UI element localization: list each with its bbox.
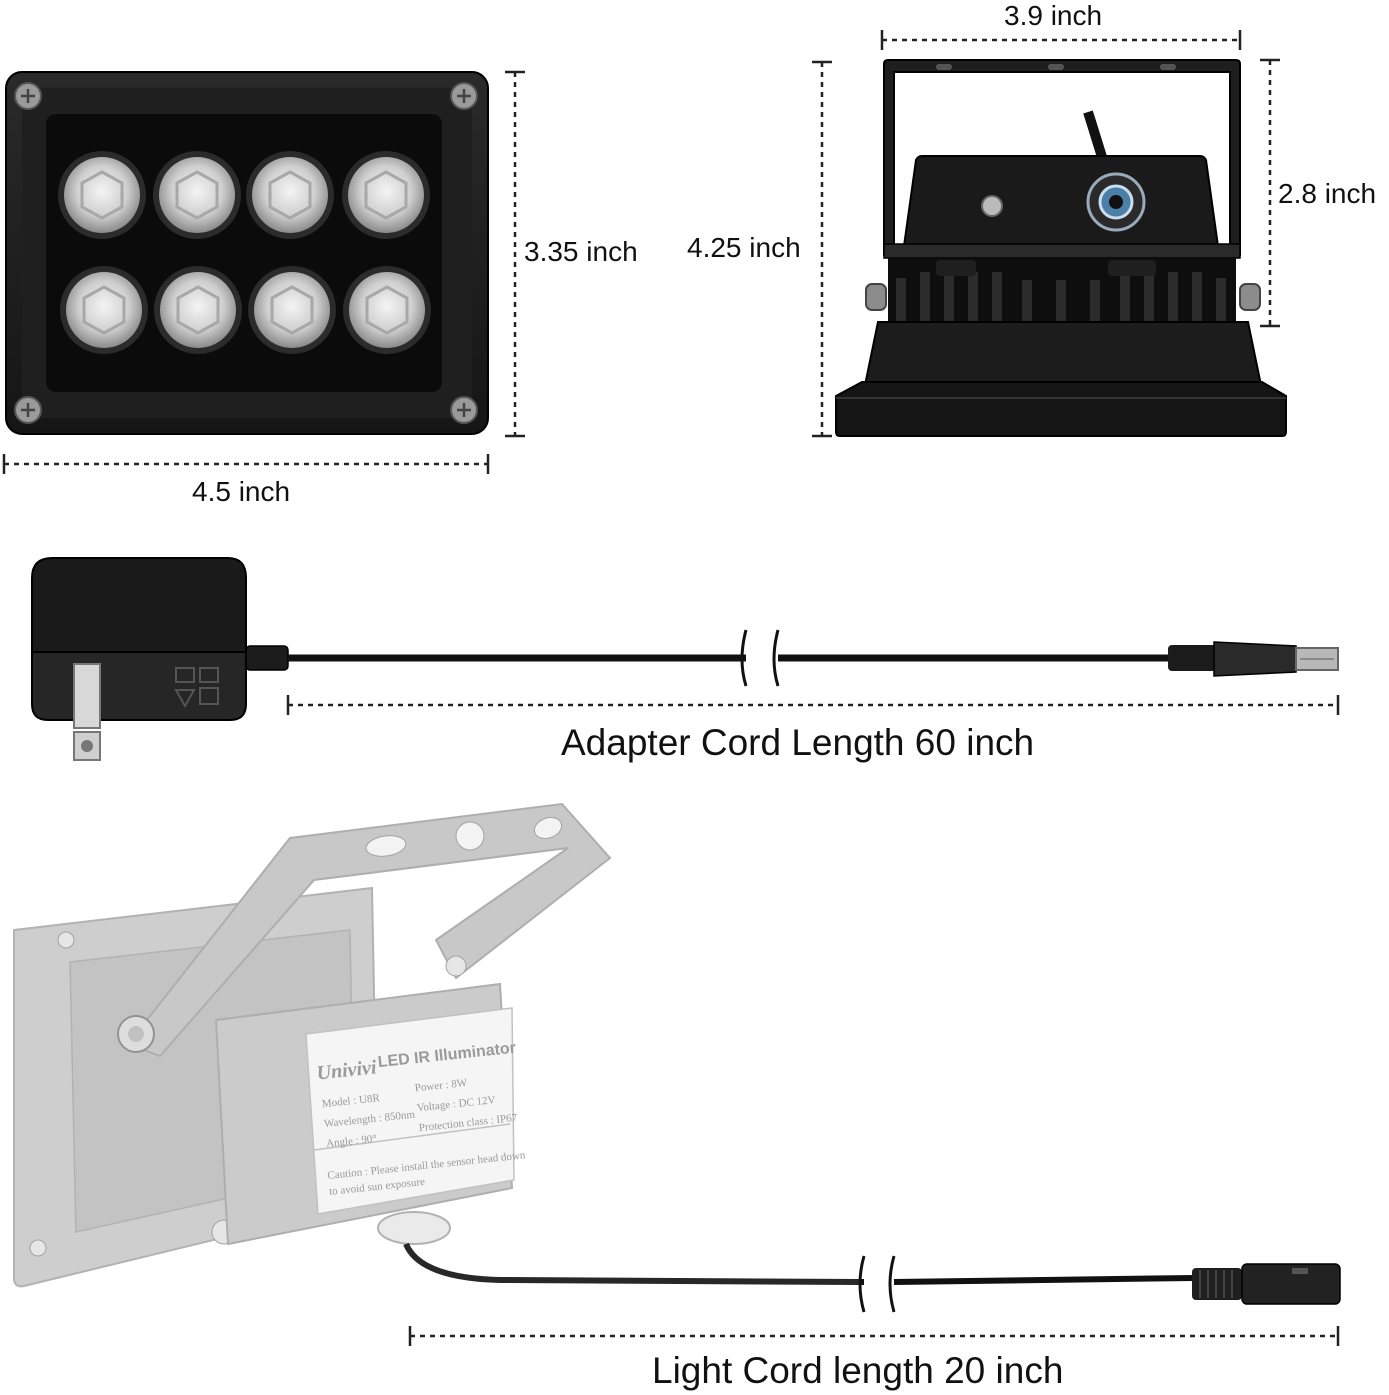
screw-icon [450, 396, 478, 424]
adapter-cord-dimension-line [286, 695, 1340, 715]
cord-break-icon [740, 629, 780, 687]
led-array [58, 151, 431, 354]
screw-icon [14, 396, 42, 424]
front-view-illuminator [5, 71, 489, 435]
screw-icon [14, 82, 42, 110]
front-width-dimension-line [2, 454, 490, 474]
side-total-height-dimension-line [812, 60, 832, 438]
front-height-label: 3.35 inch [524, 236, 638, 267]
side-body-height-label: 2.8 inch [1278, 178, 1377, 209]
light-cord [858, 1255, 1341, 1313]
light-cord-dimension-line [408, 1326, 1340, 1346]
side-width-label: 3.9 inch [1004, 0, 1103, 31]
plug-prong-icon [73, 663, 101, 729]
side-width-dimension-line [880, 30, 1242, 50]
screw-icon [450, 82, 478, 110]
cable-gland-icon [1086, 172, 1146, 232]
side-body-height-dimension-line [1260, 58, 1280, 328]
front-height-dimension-line [505, 70, 525, 438]
sensor-icon [981, 195, 1003, 217]
cord-break-icon [858, 1255, 896, 1313]
front-width-label: 4.5 inch [192, 476, 291, 507]
svg-text:Power : 8W: Power : 8W [414, 1077, 468, 1094]
side-total-height-label: 4.25 inch [687, 232, 801, 263]
light-cord-length-label: Light Cord length 20 inch [652, 1350, 1064, 1391]
side-view-illuminator [835, 59, 1287, 437]
adapter-cord-length-label: Adapter Cord Length 60 inch [561, 722, 1035, 763]
svg-text:Angle : 90°: Angle : 90° [326, 1133, 378, 1150]
power-adapter [31, 557, 1339, 761]
rear-view-illuminator-ghost [13, 802, 861, 1288]
